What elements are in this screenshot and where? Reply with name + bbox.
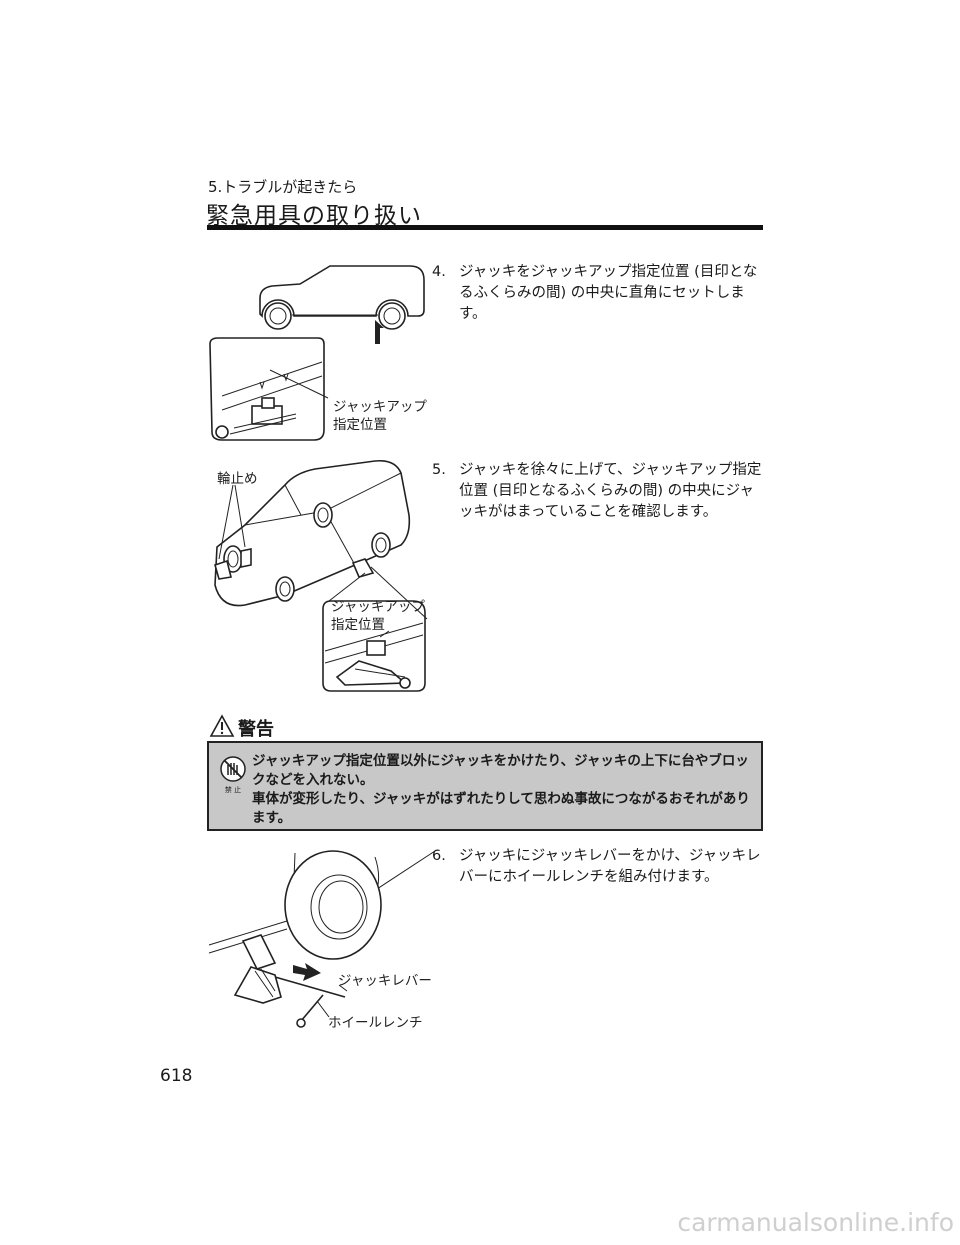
lever-label: ジャッキレバー: [338, 973, 432, 989]
section-heading: 5.トラブルが起きたら: [208, 178, 358, 196]
step-5-text: ジャッキを徐々に上げて、ジャッキアップ指定位置 (目印となるふくらみの間) の中…: [459, 462, 762, 520]
step-4-number: 4.: [432, 264, 446, 280]
fig1-label-line1: ジャッキアップ: [333, 399, 427, 415]
page-title: 緊急用具の取り扱い: [206, 203, 422, 229]
prohibition-icon: 禁 止: [219, 755, 247, 799]
step-5: 5. ジャッキを徐々に上げて、ジャッキアップ指定位置 (目印となるふくらみの間)…: [432, 460, 767, 523]
step-4-text: ジャッキをジャッキアップ指定位置 (目印となるふくらみの間) の中央に直角にセッ…: [459, 264, 758, 322]
figure-jack-position: [209, 265, 425, 441]
warning-box: 禁 止 ジャッキアップ指定位置以外にジャッキをかけたり、ジャッキの上下に台やブロ…: [207, 741, 763, 831]
warning-header: 警告: [208, 713, 408, 741]
figure-jack-lever: [208, 850, 436, 1028]
fig2-label-line1: ジャッキアップ: [331, 599, 425, 615]
step-6-number: 6.: [432, 848, 446, 864]
step-6-text: ジャッキにジャッキレバーをかけ、ジャッキレバーにホイールレンチを組み付けます。: [459, 848, 761, 885]
warning-line-2: 車体が変形したり、ジャッキがはずれたりして思わぬ事故につながるおそれがあります。: [252, 791, 750, 826]
step-5-number: 5.: [432, 462, 446, 478]
watermark: carmanualsonline.info: [677, 1208, 954, 1237]
chock-label: 輪止め: [217, 471, 258, 487]
prohibition-label: 禁 止: [224, 786, 242, 794]
warning-text: ジャッキアップ指定位置以外にジャッキをかけたり、ジャッキの上下に台やブロックなど…: [252, 752, 752, 828]
page-number: 618: [160, 1066, 193, 1086]
wrench-label: ホイールレンチ: [328, 1015, 423, 1031]
title-rule: [207, 225, 763, 230]
fig2-label-line2: 指定位置: [331, 617, 385, 633]
fig1-label-line2: 指定位置: [333, 417, 387, 433]
figure-jack-raised: [214, 459, 428, 692]
warning-title: 警告: [238, 719, 274, 740]
step-6: 6. ジャッキにジャッキレバーをかけ、ジャッキレバーにホイールレンチを組み付けま…: [432, 846, 767, 888]
warning-triangle-icon: [209, 714, 235, 737]
warning-line-1: ジャッキアップ指定位置以外にジャッキをかけたり、ジャッキの上下に台やブロックなど…: [252, 753, 749, 788]
step-4: 4. ジャッキをジャッキアップ指定位置 (目印となるふくらみの間) の中央に直角…: [432, 262, 767, 325]
